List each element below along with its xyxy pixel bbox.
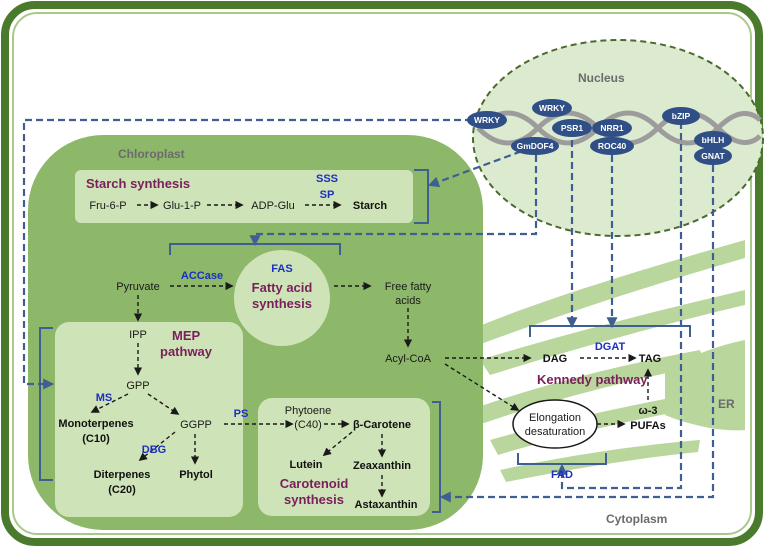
tf-gnat (694, 147, 732, 165)
metabolic-arrows (90, 200, 653, 498)
enzyme-sp: SP (320, 189, 335, 201)
tf-bhlh (694, 131, 732, 149)
cell-inner-border (12, 12, 752, 535)
elongation-label-2: desaturation (525, 426, 586, 438)
metabolite-fru6p: Fru-6-P (89, 200, 126, 212)
transcription-factors: WRKY WRKY PSR1 GmDOF4 NRR1 ROC40 bZIP bH… (467, 99, 732, 165)
tf-gnat-label: GNAT (701, 151, 725, 161)
enzyme-fas: FAS (271, 263, 292, 275)
metabolite-zeaxanthin: Zeaxanthin (353, 460, 411, 472)
regulation-arrows (22, 118, 715, 503)
tf-nrr1 (592, 119, 632, 137)
enzyme-sss: SSS (316, 173, 338, 185)
mep-title-1: MEP (172, 328, 201, 343)
metabolite-pyruvate: Pyruvate (116, 281, 159, 293)
metabolite-adpglu: ADP-Glu (251, 200, 294, 212)
elongation-desaturation (512, 399, 598, 449)
starch-bracket (414, 169, 429, 224)
enzyme-accase: ACCase (181, 270, 223, 282)
fatty-acid-title-1: Fatty acid (252, 280, 313, 295)
carotenoid-title-1: Carotenoid (280, 476, 349, 491)
metabolite-mono-2: (C10) (82, 433, 110, 445)
chloroplast-label: Chloroplast (118, 147, 185, 161)
metabolite-phytol: Phytol (179, 469, 213, 481)
enzyme-dgat: DGAT (595, 341, 626, 353)
metabolite-bcarotene: β-Carotene (353, 419, 411, 431)
metabolite-starch: Starch (353, 200, 388, 212)
kennedy-title: Kennedy pathway (537, 372, 648, 387)
carotenoid-box (258, 398, 430, 516)
metabolite-omega3: ω-3 (638, 405, 657, 417)
tf-gmdof4 (511, 137, 559, 155)
er-membrane (470, 240, 745, 482)
tf-bzip-label: bZIP (672, 111, 691, 121)
metabolite-glu1p: Glu-1-P (163, 200, 201, 212)
metabolite-mono-1: Monoterpenes (58, 418, 133, 430)
tf-roc40 (590, 137, 634, 155)
starch-synthesis-title: Starch synthesis (86, 176, 190, 191)
metabolite-di-2: (C20) (108, 484, 136, 496)
mep-bracket (39, 327, 53, 481)
enzyme-dbg: DBG (142, 444, 166, 456)
metabolite-lutein: Lutein (290, 459, 323, 471)
metabolite-ffa-2: acids (395, 295, 421, 307)
nucleus-label: Nucleus (578, 71, 625, 85)
mep-box (55, 322, 243, 517)
metabolite-di-1: Diterpenes (94, 469, 151, 481)
tf-wrky-top (532, 99, 572, 117)
metabolite-ggpp: GGPP (180, 419, 212, 431)
tf-wrky-left (467, 111, 507, 129)
starch-box (75, 170, 413, 223)
metabolite-phytoene-2: (C40) (294, 419, 322, 431)
tf-psr1-label: PSR1 (561, 123, 583, 133)
tf-bzip (662, 107, 700, 125)
cytoplasm-label: Cytoplasm (606, 512, 667, 526)
carotenoid-bracket (432, 401, 441, 513)
enzyme-fad: FAD (551, 469, 573, 481)
tf-wrky-top-label: WRKY (539, 103, 565, 113)
tf-psr1 (552, 119, 592, 137)
metabolite-astaxanthin: Astaxanthin (355, 499, 418, 511)
fatty-acid-title-2: synthesis (252, 296, 312, 311)
metabolite-ffa-1: Free fatty (385, 281, 432, 293)
tf-gmdof4-label: GmDOF4 (517, 141, 554, 151)
tf-roc40-label: ROC40 (598, 141, 627, 151)
metabolite-dag: DAG (543, 353, 567, 365)
fatty-acid-circle (234, 250, 330, 346)
metabolite-phytoene-1: Phytoene (285, 405, 331, 417)
mep-title-2: pathway (160, 344, 213, 359)
elongation-label-1: Elongation (529, 412, 581, 424)
tf-wrky-left-label: WRKY (474, 115, 500, 125)
metabolite-gpp: GPP (126, 380, 149, 392)
metabolite-pufas: PUFAs (630, 420, 665, 432)
tf-nrr1-label: NRR1 (600, 123, 623, 133)
metabolite-acylcoa: Acyl-CoA (385, 353, 432, 365)
enzyme-ms: MS (96, 392, 113, 404)
enzyme-ps: PS (234, 408, 249, 420)
er-label: ER (718, 397, 735, 411)
metabolite-ipp: IPP (129, 329, 147, 341)
carotenoid-title-2: synthesis (284, 492, 344, 507)
metabolite-tag: TAG (639, 353, 661, 365)
tf-bhlh-label: bHLH (702, 135, 725, 145)
